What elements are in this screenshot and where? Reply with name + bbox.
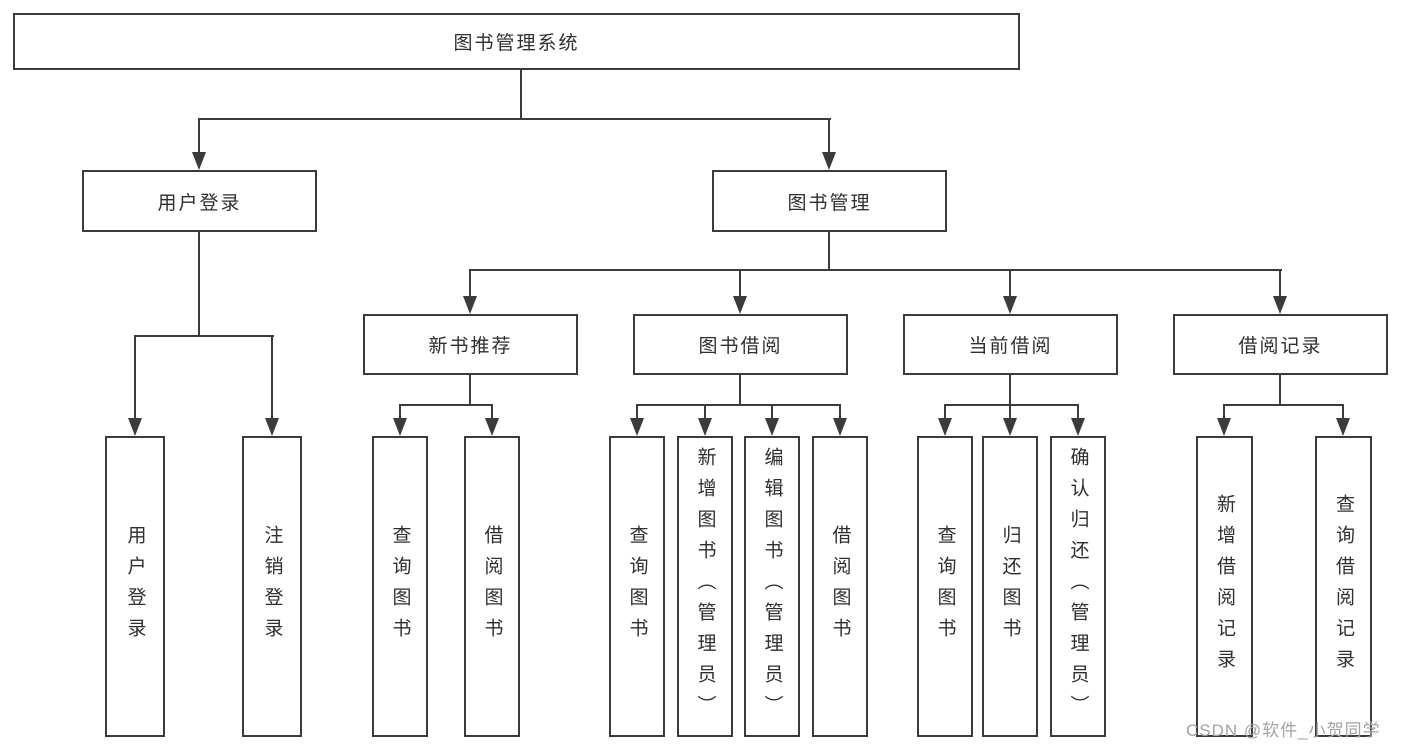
connector-arrow bbox=[833, 418, 847, 436]
leaf-br-query-borrow-record: 查询借阅记录 bbox=[1315, 436, 1372, 737]
leaf-bb-borrow-books: 借阅图书 bbox=[812, 436, 868, 737]
connector-arrow bbox=[733, 296, 747, 314]
leaf-cb-query-books: 查询图书 bbox=[917, 436, 973, 737]
connector-line bbox=[704, 404, 706, 420]
connector-line bbox=[469, 269, 471, 298]
connector-line bbox=[198, 118, 200, 154]
leaf-label: 确认归还（管理员） bbox=[1067, 447, 1089, 726]
connector-arrow bbox=[1071, 418, 1085, 436]
leaf-label: 新增图书（管理员） bbox=[694, 447, 716, 726]
connector-line bbox=[1342, 404, 1344, 420]
connector-arrow bbox=[822, 152, 836, 170]
connector-arrow bbox=[463, 296, 477, 314]
node-user-login: 用户登录 bbox=[82, 170, 317, 232]
connector-arrow bbox=[1273, 296, 1287, 314]
leaf-br-add-borrow-record: 新增借阅记录 bbox=[1196, 436, 1253, 737]
connector-line bbox=[1223, 404, 1225, 420]
node-current-borrow: 当前借阅 bbox=[903, 314, 1118, 375]
connector-line bbox=[1009, 404, 1011, 420]
leaf-label: 编辑图书（管理员） bbox=[761, 447, 783, 726]
leaf-bb-query-books: 查询图书 bbox=[609, 436, 665, 737]
connector-line bbox=[469, 269, 1282, 271]
leaf-nbr-borrow-books: 借阅图书 bbox=[464, 436, 520, 737]
connector-line bbox=[399, 404, 401, 420]
node-book-borrow: 图书借阅 bbox=[633, 314, 848, 375]
connector-line bbox=[469, 375, 471, 406]
connector-arrow bbox=[485, 418, 499, 436]
connector-line bbox=[944, 404, 1079, 406]
leaf-nbr-query-books: 查询图书 bbox=[372, 436, 428, 737]
connector-arrow bbox=[393, 418, 407, 436]
connector-line bbox=[1223, 404, 1344, 406]
connector-line bbox=[134, 335, 274, 337]
connector-line bbox=[839, 404, 841, 420]
leaf-bb-edit-books-admin: 编辑图书（管理员） bbox=[744, 436, 800, 737]
connector-arrow bbox=[1003, 418, 1017, 436]
leaf-label: 用户登录 bbox=[124, 524, 146, 649]
leaf-label: 查询图书 bbox=[934, 524, 956, 649]
connector-arrow bbox=[1217, 418, 1231, 436]
connector-line bbox=[1077, 404, 1079, 420]
connector-line bbox=[198, 118, 831, 120]
connector-arrow bbox=[765, 418, 779, 436]
leaf-label: 新增借阅记录 bbox=[1214, 493, 1235, 680]
connector-arrow bbox=[128, 418, 142, 436]
connector-line bbox=[198, 232, 200, 336]
connector-line bbox=[828, 232, 830, 271]
connector-arrow bbox=[938, 418, 952, 436]
connector-arrow bbox=[1003, 296, 1017, 314]
connector-line bbox=[491, 404, 493, 420]
leaf-cb-return-books: 归还图书 bbox=[982, 436, 1038, 737]
leaf-user-login: 用户登录 bbox=[105, 436, 165, 737]
leaf-bb-add-books-admin: 新增图书（管理员） bbox=[677, 436, 733, 737]
connector-line bbox=[1279, 375, 1281, 406]
node-book-management: 图书管理 bbox=[712, 170, 947, 232]
leaf-label: 查询图书 bbox=[626, 524, 648, 649]
leaf-logout: 注销登录 bbox=[242, 436, 302, 737]
connector-line bbox=[1009, 269, 1011, 298]
node-root: 图书管理系统 bbox=[13, 13, 1020, 70]
leaf-label: 借阅图书 bbox=[829, 524, 851, 649]
leaf-cb-confirm-return-admin: 确认归还（管理员） bbox=[1050, 436, 1106, 737]
connector-line bbox=[636, 404, 638, 420]
connector-line bbox=[828, 118, 830, 154]
connector-line bbox=[944, 404, 946, 420]
leaf-label: 查询借阅记录 bbox=[1333, 493, 1354, 680]
connector-arrow bbox=[192, 152, 206, 170]
node-borrow-records: 借阅记录 bbox=[1173, 314, 1388, 375]
connector-line bbox=[134, 335, 136, 420]
connector-arrow bbox=[1336, 418, 1350, 436]
connector-line bbox=[636, 404, 841, 406]
connector-line bbox=[399, 404, 493, 406]
connector-line bbox=[271, 335, 273, 420]
node-new-book-recommend: 新书推荐 bbox=[363, 314, 578, 375]
leaf-label: 借阅图书 bbox=[481, 524, 503, 649]
connector-line bbox=[1279, 269, 1281, 298]
leaf-label: 归还图书 bbox=[999, 524, 1021, 649]
leaf-label: 查询图书 bbox=[389, 524, 411, 649]
connector-line bbox=[739, 375, 741, 406]
connector-line bbox=[771, 404, 773, 420]
connector-line bbox=[739, 269, 741, 298]
connector-line bbox=[520, 70, 522, 119]
connector-arrow bbox=[698, 418, 712, 436]
connector-arrow bbox=[265, 418, 279, 436]
connector-line bbox=[1009, 375, 1011, 406]
watermark: CSDN @软件_小贺同学 bbox=[1186, 721, 1381, 740]
leaf-label: 注销登录 bbox=[261, 524, 283, 649]
connector-arrow bbox=[630, 418, 644, 436]
